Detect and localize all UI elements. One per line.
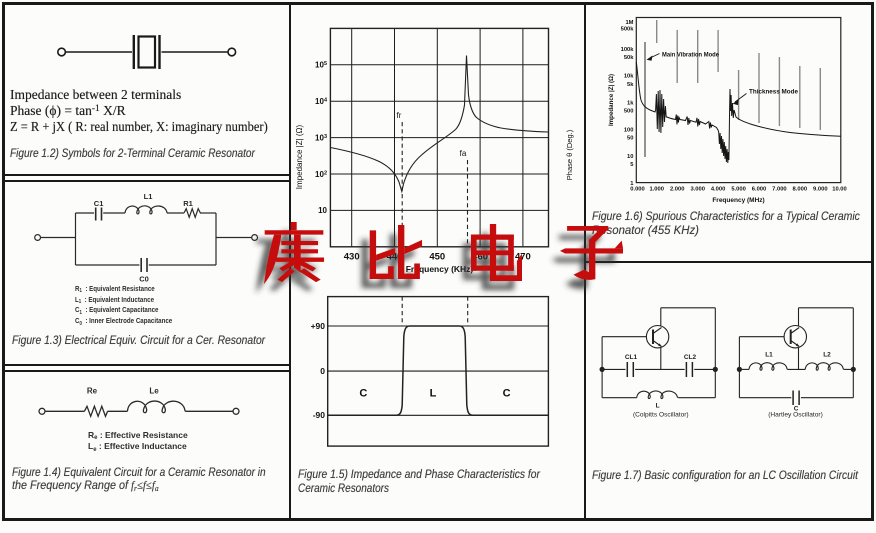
svg-text:50: 50 <box>627 135 633 141</box>
svg-text:Main Vibration Mode: Main Vibration Mode <box>662 52 719 59</box>
svg-text:0: 0 <box>320 366 325 376</box>
svg-text:Impedance |Z| (Ω): Impedance |Z| (Ω) <box>608 74 615 126</box>
svg-text:2.000: 2.000 <box>670 187 685 193</box>
svg-text:440: 440 <box>387 252 403 263</box>
svg-text:7.000: 7.000 <box>772 187 787 193</box>
svg-text:Frequency (MHz): Frequency (MHz) <box>712 197 764 204</box>
svg-text:-90: -90 <box>313 410 326 420</box>
svg-text:5k: 5k <box>627 82 634 88</box>
svg-text:+90: +90 <box>311 321 326 331</box>
svg-text:L1: L1 <box>765 352 773 359</box>
svg-text:4.000: 4.000 <box>711 187 726 193</box>
svg-text:fa: fa <box>460 149 467 158</box>
svg-text:10: 10 <box>627 154 633 160</box>
svg-text:10k: 10k <box>624 74 634 80</box>
svg-text:470: 470 <box>515 252 531 263</box>
svg-text:10: 10 <box>318 206 327 215</box>
svg-text:C1: C1 <box>94 199 104 208</box>
svg-text:CL1: CL1 <box>625 354 638 361</box>
svg-text:430: 430 <box>344 252 360 263</box>
svg-text:Re: Re <box>87 387 98 396</box>
svg-text:450: 450 <box>429 252 445 263</box>
svg-text:C: C <box>503 388 511 400</box>
svg-text:(Colpitts Oscillator): (Colpitts Oscillator) <box>633 412 689 419</box>
svg-text:CL2: CL2 <box>684 354 697 361</box>
svg-text:1k: 1k <box>627 101 634 107</box>
svg-text:5.000: 5.000 <box>731 187 746 193</box>
svg-text:C: C <box>359 388 367 400</box>
svg-text:Le: Le <box>149 387 159 396</box>
svg-text:L1: L1 <box>144 192 153 201</box>
svg-text:(Hartley Oscillator): (Hartley Oscillator) <box>768 412 823 419</box>
svg-text:Impedance |Z| (Ω): Impedance |Z| (Ω) <box>295 124 304 189</box>
svg-text:C0: C0 <box>139 275 149 284</box>
svg-text:5: 5 <box>630 162 634 168</box>
svg-text:105: 105 <box>315 61 327 70</box>
svg-text:6.000: 6.000 <box>752 187 767 193</box>
svg-text:3.000: 3.000 <box>690 187 705 193</box>
svg-text:8.000: 8.000 <box>793 187 808 193</box>
svg-text:L: L <box>656 403 660 410</box>
svg-text:9.000: 9.000 <box>813 187 828 193</box>
svg-text:L: L <box>430 388 437 400</box>
svg-text:fr: fr <box>397 111 402 120</box>
svg-text:1: 1 <box>630 181 634 187</box>
svg-text:C: C <box>794 406 799 413</box>
svg-text:Frequency (KHz): Frequency (KHz) <box>406 264 474 274</box>
svg-text:500k: 500k <box>621 26 635 32</box>
svg-text:103: 103 <box>315 133 327 142</box>
svg-text:L2: L2 <box>823 352 831 359</box>
svg-text:0.000: 0.000 <box>630 187 645 193</box>
svg-text:10.00: 10.00 <box>832 187 847 193</box>
svg-text:Thickness Mode: Thickness Mode <box>749 89 798 96</box>
svg-text:104: 104 <box>315 97 328 106</box>
svg-text:100: 100 <box>624 127 634 133</box>
svg-text:500: 500 <box>624 109 634 115</box>
svg-text:R1: R1 <box>183 199 193 208</box>
svg-text:100k: 100k <box>621 47 635 53</box>
svg-text:50k: 50k <box>624 55 634 61</box>
svg-text:Phase θ (Deg.): Phase θ (Deg.) <box>565 129 574 180</box>
svg-text:460: 460 <box>472 252 488 263</box>
svg-text:1M: 1M <box>625 20 633 26</box>
svg-text:102: 102 <box>315 170 327 179</box>
svg-text:1.000: 1.000 <box>649 187 664 193</box>
